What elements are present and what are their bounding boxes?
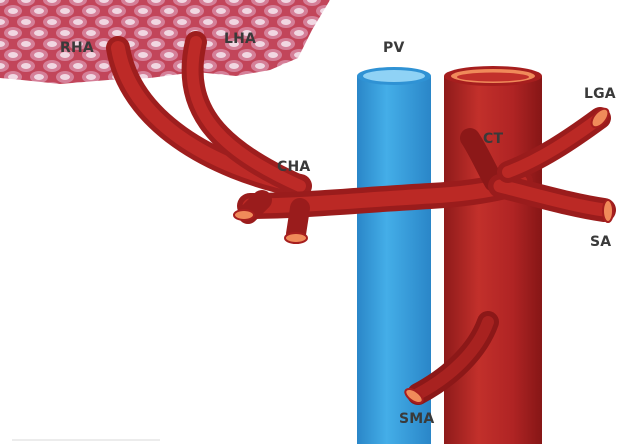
label-lha: LHA [224,31,257,47]
cha-branch-stubs [233,190,310,244]
label-pv: PV [383,40,405,56]
left-gastric-artery [497,107,611,183]
label-sa: SA [590,234,612,250]
portal-vein [357,67,431,444]
splenic-artery [488,174,616,223]
label-lga: LGA [584,86,616,102]
liver-tissue [0,0,330,84]
label-sma: SMA [399,411,435,427]
aorta [444,66,542,444]
superior-mesenteric-artery [404,311,499,405]
label-rha: RHA [60,40,94,56]
label-ct: CT [483,131,504,147]
label-cha: CHA [277,159,311,175]
hepatic-artery-branches [106,31,312,198]
